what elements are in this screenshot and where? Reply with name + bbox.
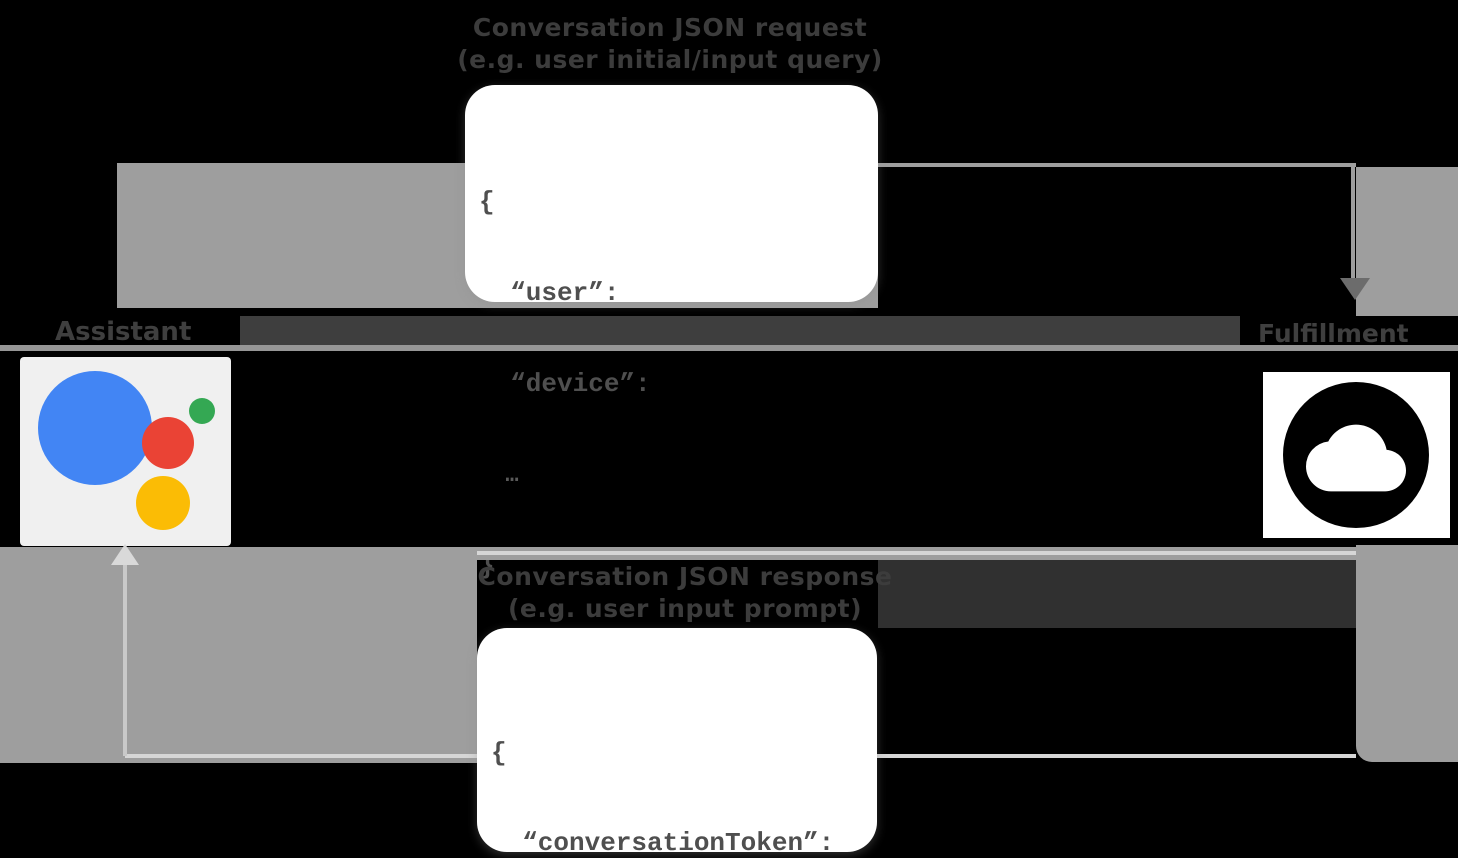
request-json-line: …: [479, 463, 519, 488]
response-arrow-top-line: [130, 551, 1458, 555]
request-arrow-vertical-line: [1351, 167, 1355, 279]
response-arrow-right-panel: [1356, 545, 1458, 762]
arrowhead-down-icon: [1340, 278, 1370, 300]
fulfillment-label: Fulfillment: [1258, 319, 1409, 348]
assistant-red-circle: [142, 417, 194, 469]
request-json-line: “device”:: [479, 369, 651, 399]
response-arrow-vertical-line: [123, 562, 127, 756]
response-arrow-left-panel: [0, 547, 477, 763]
assistant-green-circle: [189, 398, 215, 424]
assistant-yellow-circle: [136, 476, 190, 530]
middle-light-band: [0, 345, 1458, 351]
response-json-line: “conversationToken”:: [491, 828, 835, 858]
google-assistant-logo: [20, 357, 231, 546]
response-label-line1: Conversation JSON response: [477, 562, 893, 591]
cloud-icon: [1283, 382, 1429, 528]
response-json-callout: { “conversationToken”: “userStorage”: … …: [477, 628, 877, 858]
arrowhead-up-icon: [111, 544, 139, 565]
fulfillment-card: [1263, 372, 1450, 538]
request-json-line: “user”:: [479, 278, 620, 308]
request-label-line2: (e.g. user initial/input query): [457, 45, 883, 74]
response-dark-strip: [878, 560, 1356, 628]
middle-dark-band: [240, 316, 1240, 345]
request-json-callout: { “user”: “device”: … }: [465, 85, 878, 581]
response-json-line: {: [491, 738, 507, 768]
request-json-line: {: [479, 187, 495, 217]
assistant-blue-circle: [38, 371, 152, 485]
assistant-label: Assistant: [55, 317, 192, 347]
request-arrow-right-panel: [1356, 167, 1458, 316]
response-label-line2: (e.g. user input prompt): [507, 594, 863, 623]
request-label-line1: Conversation JSON request: [472, 13, 868, 42]
